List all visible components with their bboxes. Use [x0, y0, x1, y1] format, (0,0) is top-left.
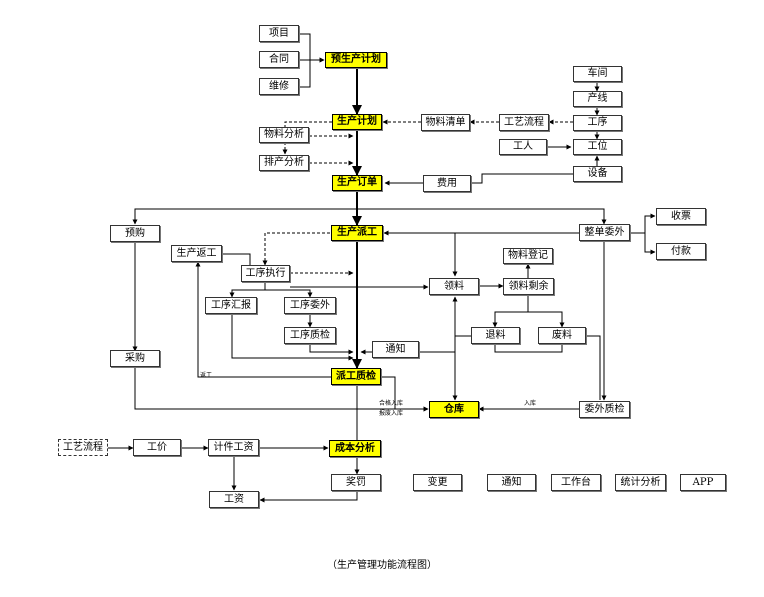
node-jijian-gongzi[interactable]: 计件工资 — [208, 439, 259, 456]
node-fukuan[interactable]: 付款 — [656, 243, 706, 260]
label-hege-ruku: 合格入库 — [379, 400, 404, 407]
node-tuiliao[interactable]: 退料 — [471, 327, 520, 344]
edge-paigong-zhixing — [262, 232, 330, 266]
node-gongren[interactable]: 工人 — [499, 139, 547, 155]
node-xiangmu[interactable]: 项目 — [259, 25, 299, 42]
node-shengchan-fangong[interactable]: 生产返工 — [171, 245, 222, 262]
node-chengben-fenxi[interactable]: 成本分析 — [329, 440, 381, 457]
node-paigong-zhijian[interactable]: 派工质检 — [331, 368, 381, 385]
node-yushengchan-jihua[interactable]: 预生产计划 — [325, 52, 387, 68]
node-wuliao-dengji[interactable]: 物料登记 — [503, 248, 553, 264]
edge-zhixing-huibao — [229, 282, 266, 298]
edge-tuiliao-feiliao — [494, 344, 563, 353]
node-biangeng[interactable]: 变更 — [413, 474, 462, 491]
node-tongzhi-1[interactable]: 通知 — [372, 341, 419, 358]
node-feiyong[interactable]: 费用 — [423, 175, 471, 192]
node-caigou[interactable]: 采购 — [110, 350, 160, 367]
label-fangong: 返工 — [200, 372, 213, 379]
node-gongjia[interactable]: 工价 — [133, 439, 181, 456]
edge-bus-weiwai — [357, 208, 607, 225]
edge-zhixing-weiwai — [265, 289, 313, 298]
label-baofei-ruku: 报废入库 — [379, 410, 404, 417]
edge-huibao-trunk — [231, 314, 354, 361]
node-lingliao-shengyu[interactable]: 领料剩余 — [503, 278, 554, 295]
node-shengchan-paigong[interactable]: 生产派工 — [331, 225, 383, 241]
node-gongxu[interactable]: 工序 — [573, 115, 622, 131]
node-shengchan-dingdan[interactable]: 生产订单 — [332, 175, 382, 191]
label-ruku: 入库 — [524, 400, 537, 407]
node-app[interactable]: APP — [680, 474, 726, 491]
edge-jiangfa-gongzi — [259, 491, 358, 503]
node-gongxu-zhixing[interactable]: 工序执行 — [241, 265, 290, 282]
edge-weiwai-shoupiao — [630, 213, 656, 234]
edge-bus-yugou — [132, 208, 357, 225]
node-paichan-fenxi[interactable]: 排产分析 — [259, 155, 309, 171]
diagram-caption: （生产管理功能流程图） — [327, 560, 437, 571]
node-yugou[interactable]: 预购 — [110, 225, 160, 242]
node-hetong[interactable]: 合同 — [259, 51, 299, 68]
node-chejian[interactable]: 车间 — [573, 66, 622, 82]
node-gongyi-liucheng-2[interactable]: 工艺流程 — [58, 439, 108, 456]
node-weiwai-zhijian[interactable]: 委外质检 — [579, 401, 630, 418]
node-jiangfa[interactable]: 奖罚 — [331, 474, 381, 491]
node-feiliao[interactable]: 废料 — [538, 327, 586, 344]
edge-xiangmu-yushengchan — [298, 33, 325, 63]
node-wuliao-fenxi[interactable]: 物料分析 — [259, 127, 309, 143]
edge-zhijian-fangong — [195, 261, 331, 378]
node-chanxian[interactable]: 产线 — [573, 91, 622, 107]
edge-shebei-feiyong — [471, 173, 573, 184]
edge-caigou-cangku — [134, 367, 429, 412]
node-weixiu[interactable]: 维修 — [259, 78, 299, 95]
node-shoupiao[interactable]: 收票 — [656, 208, 706, 225]
edge-gxzhijian-trunk — [309, 344, 354, 355]
edge-feiliao-cangku — [586, 335, 601, 400]
node-gongxu-huibao[interactable]: 工序汇报 — [205, 297, 257, 314]
node-shengchan-jihua[interactable]: 生产计划 — [332, 114, 382, 130]
edge-weixiu-yushengchan — [298, 60, 311, 88]
node-gongwei[interactable]: 工位 — [573, 139, 622, 155]
node-wuliao-qingdan[interactable]: 物料清单 — [421, 114, 470, 131]
edge-shengyu-feiliao — [528, 311, 565, 328]
node-gongzi[interactable]: 工资 — [209, 491, 259, 508]
node-gongyi-liucheng[interactable]: 工艺流程 — [499, 114, 549, 131]
edge-weiwai-fukuan — [644, 233, 656, 255]
node-lingliao[interactable]: 领料 — [429, 278, 479, 295]
node-cangku[interactable]: 仓库 — [429, 401, 479, 418]
node-shebei[interactable]: 设备 — [573, 166, 622, 182]
node-gongzuotai[interactable]: 工作台 — [551, 474, 601, 491]
node-gongxu-zhijian[interactable]: 工序质检 — [284, 327, 336, 344]
node-tongji-fenxi[interactable]: 统计分析 — [615, 474, 666, 491]
node-zhengdan-weiwai[interactable]: 整单委外 — [579, 224, 630, 241]
edge-fangong-zhixing — [222, 253, 251, 265]
node-tongzhi-2[interactable]: 通知 — [487, 474, 536, 491]
edge-shengyu-tuiliao — [492, 294, 529, 328]
node-gongxu-weiwai[interactable]: 工序委外 — [284, 297, 336, 314]
